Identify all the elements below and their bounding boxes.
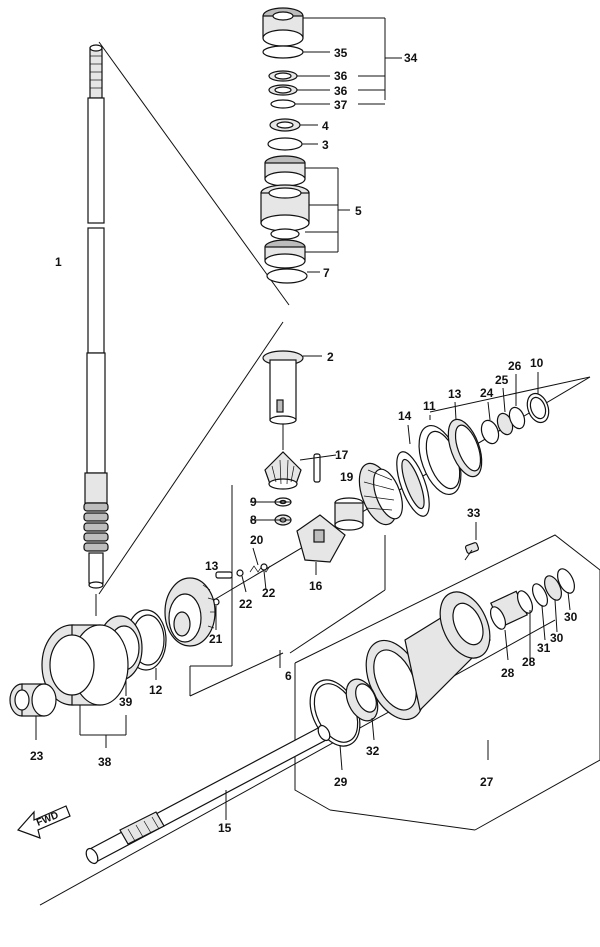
label-21: 21: [209, 632, 223, 646]
label-6: 6: [285, 669, 292, 683]
part-labels: 34 35 36 36 37 4 3 5 7 1 2 17 9 8 19 20 …: [30, 46, 578, 835]
upper-leaders: [295, 17, 402, 273]
label-18: 13: [205, 559, 219, 573]
label-39: 39: [119, 695, 133, 709]
label-9: 9: [250, 495, 257, 509]
label-8: 8: [250, 513, 257, 527]
label-25: 25: [495, 373, 509, 387]
label-2: 2: [327, 350, 334, 364]
drive-shaft: [83, 44, 109, 589]
label-24: 24: [480, 386, 494, 400]
needle-bearing-14: [396, 424, 430, 517]
label-34: 34: [404, 51, 418, 65]
label-38: 38: [98, 755, 112, 769]
label-16: 16: [309, 579, 323, 593]
bevel-gear-forward: [358, 462, 403, 526]
bearing-housing-38: [41, 624, 129, 748]
sleeve-23: [9, 683, 57, 740]
label-30a: 30: [550, 631, 564, 645]
bolt-33: [464, 522, 480, 561]
label-37: 37: [334, 98, 348, 112]
label-23: 23: [30, 749, 44, 763]
label-11: 11: [423, 399, 436, 413]
reverse-gear: [164, 577, 216, 647]
label-12: 12: [149, 683, 163, 697]
label-28b: 28: [522, 655, 536, 669]
seals-30-31: [529, 568, 575, 665]
label-32: 32: [366, 744, 380, 758]
label-13: 13: [448, 387, 462, 401]
propeller-shaft-housing: [365, 591, 491, 721]
label-19: 19: [340, 470, 354, 484]
label-17: 17: [335, 448, 349, 462]
propeller-shaft: [85, 724, 331, 865]
guide-lines: [39, 41, 591, 906]
label-28a: 28: [501, 666, 515, 680]
bearing-28: [489, 590, 534, 661]
fwd-direction-arrow: FWD: [16, 805, 71, 839]
drive-shaft-splines: [83, 502, 109, 552]
label-14: 14: [398, 409, 412, 423]
label-5: 5: [355, 204, 362, 218]
label-36b: 36: [334, 84, 348, 98]
sleeve-part-2: [262, 350, 322, 425]
label-4: 4: [322, 119, 329, 133]
label-7: 7: [323, 266, 330, 280]
label-15: 15: [218, 821, 232, 835]
label-22a: 22: [239, 597, 253, 611]
label-1: 1: [55, 255, 62, 269]
carrier-assembly-box: [294, 534, 600, 831]
label-10: 10: [530, 356, 544, 370]
label-31: 31: [537, 641, 551, 655]
label-36a: 36: [334, 69, 348, 83]
upper-bearing-stack: [260, 7, 310, 284]
label-26: 26: [508, 359, 522, 373]
label-3: 3: [322, 138, 329, 152]
rings-24-25-26: [480, 372, 550, 445]
label-33: 33: [467, 506, 481, 520]
pinion-gear: [264, 451, 302, 490]
label-27: 27: [480, 775, 494, 789]
label-30b: 30: [564, 610, 578, 624]
small-parts: [212, 453, 364, 630]
bearing-32: [345, 678, 379, 741]
label-22b: 22: [262, 586, 276, 600]
label-29: 29: [334, 775, 348, 789]
label-20: 20: [250, 533, 264, 547]
race-13-right: [447, 401, 483, 478]
label-35: 35: [334, 46, 348, 60]
